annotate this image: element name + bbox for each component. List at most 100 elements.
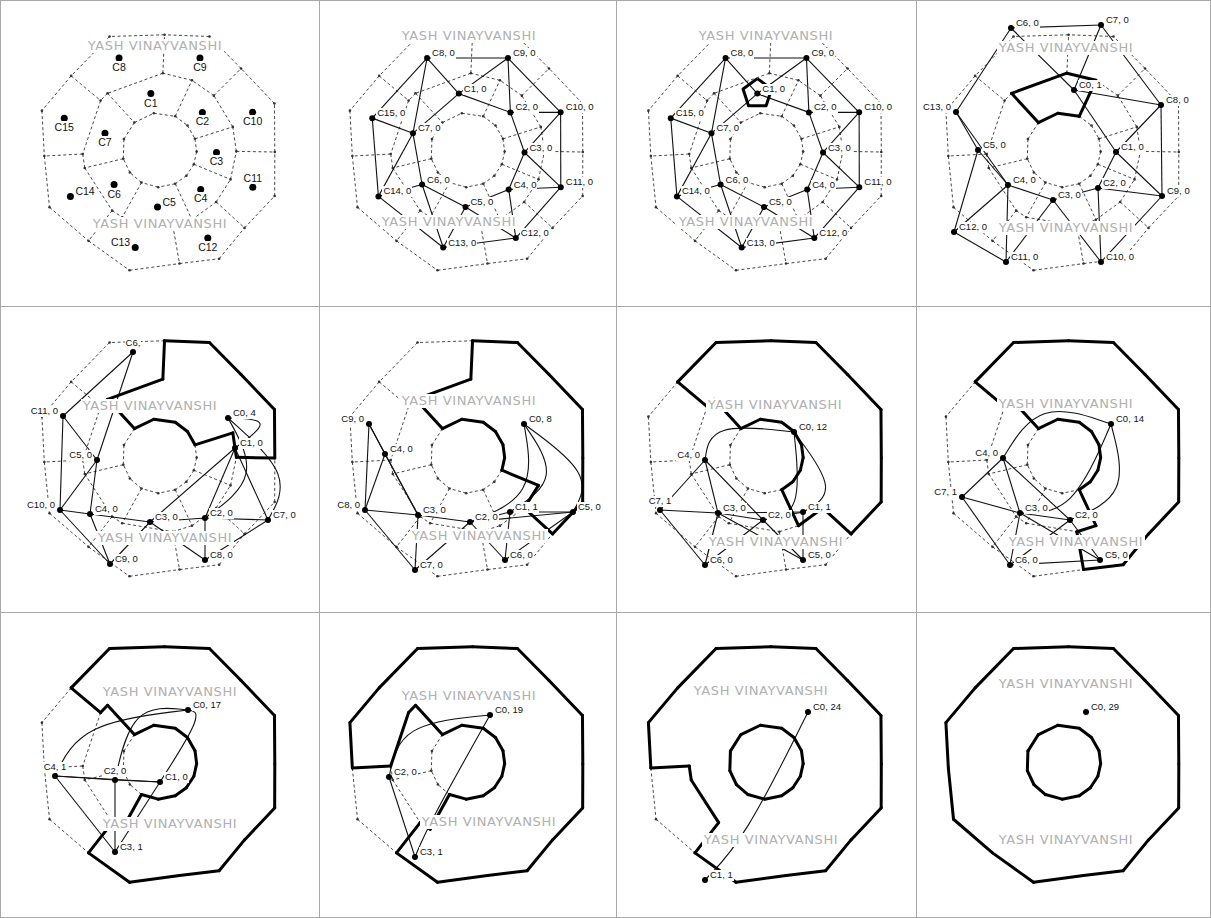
- merged-boundary: [1027, 771, 1034, 785]
- vertex-point: [952, 512, 955, 515]
- face-boundary-dashed: [130, 173, 142, 183]
- watermark: YASH VINAYVANSHI: [997, 41, 1135, 56]
- face-boundary-dashed: [730, 429, 740, 446]
- merged-boundary: [110, 647, 165, 649]
- merged-boundary: [273, 764, 276, 808]
- vertex-label: C13, 0: [447, 238, 477, 249]
- face-vertex: [369, 115, 375, 121]
- dual-edge: [956, 112, 978, 150]
- vertex-point: [48, 206, 51, 209]
- face-boundary-dashed: [393, 474, 420, 517]
- dual-edge: [470, 512, 510, 522]
- merged-boundary: [175, 788, 186, 796]
- merged-boundary: [134, 725, 153, 734]
- vertex-point: [780, 182, 783, 185]
- face-boundary-dashed: [108, 73, 163, 93]
- face-boundary-dashed: [502, 164, 539, 179]
- face-boundary-dashed: [689, 154, 691, 168]
- vertex-label: C1, 0: [761, 84, 786, 95]
- face-boundary-dashed: [786, 259, 826, 264]
- vertex-point: [1112, 35, 1115, 38]
- merged-boundary: [442, 725, 461, 734]
- merged-boundary: [771, 647, 816, 649]
- face-vertex: [506, 186, 512, 192]
- vertex-point: [759, 112, 762, 115]
- vertex-point: [768, 72, 771, 75]
- vertex-label: C7: [97, 136, 112, 148]
- face-vertex: [761, 204, 767, 210]
- merged-boundary: [954, 819, 993, 853]
- dual-edge: [859, 112, 860, 187]
- face-boundary-dashed: [233, 127, 237, 151]
- face-boundary-dashed: [656, 819, 695, 853]
- dual-edge: [660, 510, 718, 513]
- merged-boundary: [241, 680, 274, 715]
- face-vertex: [1005, 182, 1011, 188]
- watermark: YASH VINAYVANSHI: [697, 29, 835, 44]
- face-boundary-dashed: [352, 154, 390, 156]
- vertex-point: [186, 124, 189, 127]
- merged-boundary: [581, 458, 584, 502]
- vertex-point: [706, 99, 709, 102]
- vertex-label: C14, 0: [382, 186, 412, 197]
- vertex-point: [273, 195, 276, 198]
- vertex-label: C4, 0: [676, 450, 701, 461]
- vertex-point: [162, 72, 165, 75]
- face-boundary-dashed: [466, 490, 483, 493]
- vertex-point: [655, 512, 658, 515]
- vertex-label: C0, 1: [1078, 80, 1103, 91]
- vertex-label: C11: [243, 172, 263, 184]
- face-boundary-dashed: [431, 771, 438, 785]
- vertex-point: [947, 155, 950, 158]
- vertex-point: [83, 167, 86, 170]
- merged-boundary: [209, 649, 241, 681]
- merged-boundary: [352, 766, 390, 768]
- vertex-point: [465, 186, 468, 189]
- face-boundary-dashed: [502, 152, 505, 165]
- face-boundary-dashed: [691, 474, 718, 517]
- face-boundary-dashed: [1118, 68, 1145, 95]
- face-vertex: [249, 184, 256, 191]
- vertex-point: [650, 155, 653, 158]
- vertex-label: C3, 0: [722, 503, 747, 514]
- vertex-point: [128, 269, 131, 272]
- vertex-point: [655, 206, 658, 209]
- vertex-label: C1: [143, 97, 158, 109]
- merged-boundary: [108, 379, 163, 399]
- face-vertex: [1098, 22, 1104, 28]
- face-boundary-dashed: [432, 735, 442, 752]
- face-boundary-dashed: [483, 176, 494, 184]
- face-boundary-dashed: [946, 417, 948, 462]
- merged-boundary: [397, 823, 421, 853]
- merged-edge-curve: [1003, 412, 1111, 458]
- vertex-point: [526, 563, 529, 566]
- vertex-point: [991, 546, 994, 549]
- vertex-point: [351, 155, 354, 158]
- face-boundary-dashed: [391, 154, 393, 168]
- vertex-label: C4: [193, 192, 208, 204]
- vertex-label: C7, 0: [272, 510, 297, 521]
- face-vertex: [959, 494, 965, 500]
- face-boundary-dashed: [730, 465, 737, 479]
- face-boundary-dashed: [954, 513, 993, 547]
- vertex-label: C9, 0: [114, 554, 139, 565]
- merged-boundary: [1145, 374, 1178, 409]
- face-vertex: [60, 413, 66, 419]
- vertex-point: [526, 257, 529, 260]
- panel-drawing: [945, 341, 1179, 578]
- face-boundary-dashed: [123, 139, 125, 159]
- face-boundary-dashed: [175, 80, 192, 116]
- vertex-point: [448, 487, 451, 490]
- merged-boundary: [1090, 776, 1097, 787]
- vertex-label: C14: [74, 185, 95, 197]
- vertex-point: [735, 477, 738, 480]
- vertex-label: C4, 1: [43, 762, 68, 773]
- merged-boundary: [880, 764, 883, 808]
- face-boundary-dashed: [71, 76, 100, 101]
- face-vertex: [521, 421, 527, 427]
- vertex-point: [880, 195, 883, 198]
- merged-boundary: [1098, 764, 1101, 777]
- watermark: YASH VINAYVANSHI: [400, 689, 538, 704]
- merged-boundary: [449, 795, 466, 800]
